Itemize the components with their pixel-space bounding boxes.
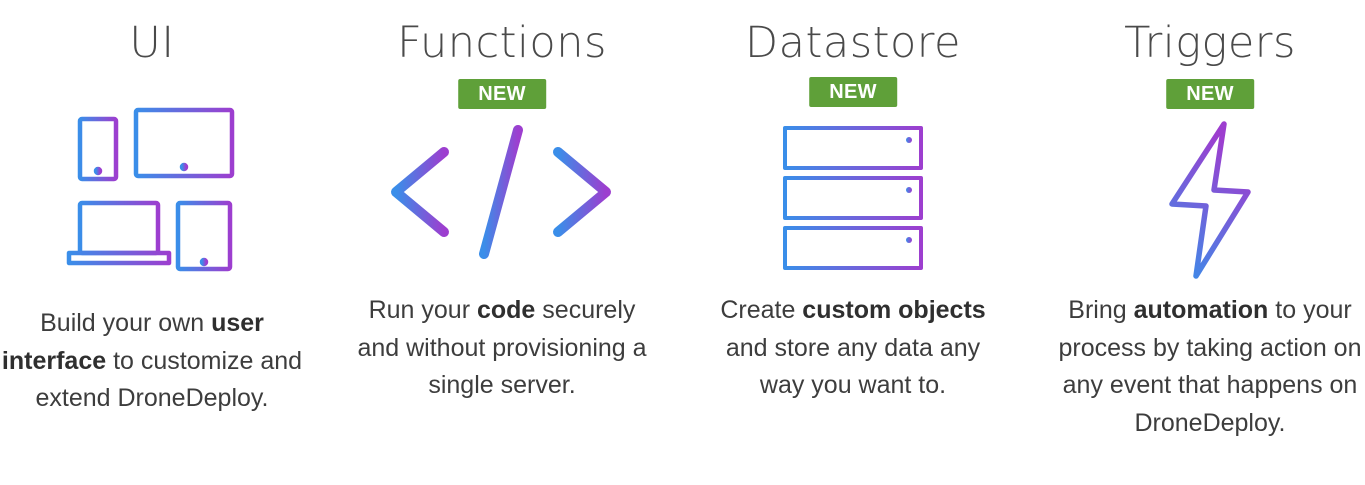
feature-title: Triggers: [1124, 18, 1296, 68]
feature-description: Bring automation to your process by taki…: [1058, 296, 1362, 437]
feature-highlight: custom objects: [802, 296, 986, 324]
feature-description: Create custom objects and store any data…: [720, 296, 986, 399]
devices-icon: [66, 107, 238, 273]
new-badge: NEW: [458, 79, 546, 109]
feature-title: UI: [129, 18, 175, 68]
feature-highlight: code: [476, 296, 536, 324]
new-badge: NEW: [1166, 79, 1254, 109]
feature-highlight: automation: [1133, 296, 1269, 324]
new-badge: NEW: [809, 77, 897, 107]
feature-title: Functions: [397, 18, 607, 68]
lightning-bolt-icon: [1162, 118, 1258, 282]
server-rack-icon: [779, 124, 927, 270]
feature-description: Run your code securely and without provi…: [357, 296, 647, 399]
feature-title: Datastore: [745, 18, 961, 68]
feature-description: Build your own user interface to customi…: [1, 309, 303, 412]
code-icon: [384, 122, 620, 262]
feature-highlight: user interface: [1, 309, 264, 375]
